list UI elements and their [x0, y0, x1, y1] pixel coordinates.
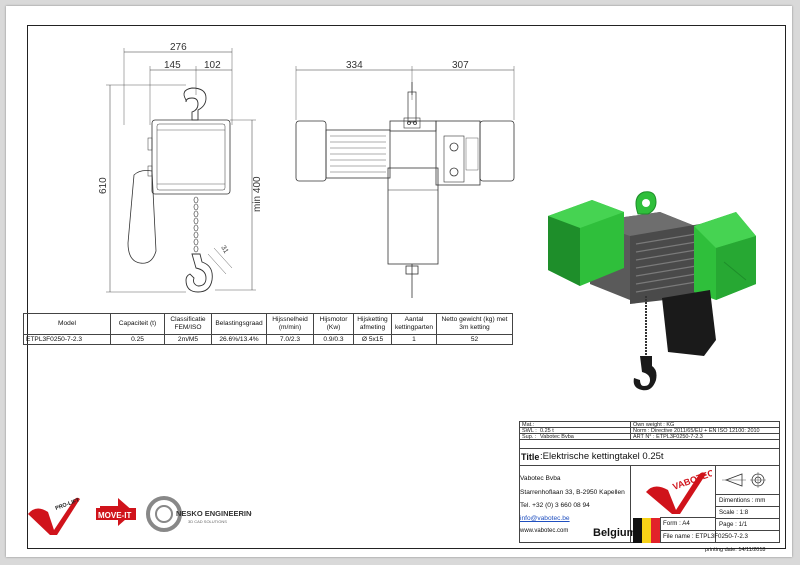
pro-lift-logo: PRO-LIFT: [28, 497, 81, 535]
country-label: Belgium: [593, 527, 637, 539]
file-name: File name : ETPL3F0250-7-2.3: [663, 533, 748, 540]
dim-102: 102: [204, 60, 221, 71]
title-value: :Elektrische kettingtakel 0.25t: [540, 451, 664, 462]
cell-hijsketting: Ø 5x15: [353, 334, 392, 345]
side-view: [106, 48, 256, 293]
front-view: [295, 66, 515, 298]
dim-31: 31: [219, 245, 229, 255]
swl-value: 0.25 t: [540, 428, 554, 434]
dim-334: 334: [346, 60, 363, 71]
mat-label: Mat.:: [522, 422, 535, 428]
nesko-subtext: 3D CAD SOLUTIONS: [188, 519, 227, 524]
nesko-logo: NESKO ENGINEERING 3D CAD SOLUTIONS: [146, 496, 252, 532]
page-number: Page : 1/1: [719, 521, 748, 528]
dim-276: 276: [170, 42, 187, 53]
cell-hijssnelheid: 7.0/2.3: [266, 334, 314, 345]
own-weight: Own weight : KG: [633, 422, 675, 428]
flag-red: [651, 518, 660, 543]
table-row: ETPL3F0250-7-2.3 0.25 2m/M5 26.6%/13.4% …: [23, 334, 513, 345]
cell-belastingsgraad: 26.6%/13.4%: [211, 334, 267, 345]
dim-145: 145: [164, 60, 181, 71]
move-it-logo: MOVE-IT: [96, 498, 136, 526]
dim-307: 307: [452, 60, 469, 71]
flag-black: [633, 518, 642, 543]
dimensions-unit: Dimentions : mm: [719, 497, 766, 504]
cell-gewicht: 52: [436, 334, 513, 345]
norm: Norm : Directive 2011/65/EU + EN ISO 121…: [633, 428, 760, 434]
partner-logos: PRO-LIFT MOVE-IT NESKO ENGINEERING 3D CA…: [28, 496, 252, 535]
col-capaciteit: Capaciteit (t): [110, 313, 165, 335]
nesko-text: NESKO ENGINEERING: [176, 509, 252, 518]
cell-aantal: 1: [391, 334, 437, 345]
col-hijsketting: Hijsketting afmeting: [353, 313, 392, 335]
cell-hijsmotor: 0.9/0.3: [313, 334, 354, 345]
title-label: Title: [521, 452, 540, 462]
dim-min400: min 400: [252, 176, 263, 212]
cell-model: ETPL3F0250-7-2.3: [23, 334, 111, 345]
cell-capaciteit: 0.25: [110, 334, 165, 345]
company-email-link[interactable]: info@vabotec.be: [520, 515, 570, 522]
col-gewicht: Netto gewicht (kg) met 3m ketting: [436, 313, 513, 335]
hoist-3d-render: [548, 191, 756, 391]
form: Form : A4: [663, 520, 690, 527]
dimension-labels: 276 145 102 610 min 400 334 307 31: [98, 42, 469, 255]
cell-classificatie: 2m/M5: [164, 334, 212, 345]
dim-610: 610: [98, 177, 109, 194]
col-model: Model: [23, 313, 111, 335]
spec-table: Model Capaciteit (t) Classificatie FEM/I…: [23, 313, 513, 345]
projection-symbol-icon: [722, 472, 766, 488]
flag-yellow: [642, 518, 651, 543]
move-it-text: MOVE-IT: [98, 511, 131, 520]
drawing-frame: [27, 25, 786, 549]
company-street: Starrenhoflaan 33, B-2950 Kapellen: [520, 489, 625, 496]
swl-label: SWL :: [522, 428, 537, 434]
sup-value: Vabotec Bvba: [540, 434, 574, 440]
vabotec-logo: VABOTEC: [646, 468, 712, 514]
col-hijsmotor: Hijsmotor (Kw): [313, 313, 354, 335]
company-name: Vabotec Bvba: [520, 475, 561, 482]
col-classificatie: Classificatie FEM/ISO: [164, 313, 212, 335]
col-belastingsgraad: Belastingsgraad: [211, 313, 267, 335]
scale: Scale : 1:8: [719, 509, 749, 516]
company-tel: Tel. +32 (0) 3 660 08 94: [520, 502, 590, 509]
spec-header-row: Model Capaciteit (t) Classificatie FEM/I…: [23, 313, 513, 335]
col-aantal: Aantal kettingparten: [391, 313, 437, 335]
printing-date: printing date: 14/11/2018: [705, 547, 766, 553]
sup-label: Sup. :: [522, 434, 537, 440]
art-number: ART N° : ETPL3F0250-7-2.3: [633, 434, 703, 440]
company-web-link[interactable]: www.vabotec.com: [520, 528, 569, 534]
col-hijssnelheid: Hijssnelheid (m/min): [266, 313, 314, 335]
